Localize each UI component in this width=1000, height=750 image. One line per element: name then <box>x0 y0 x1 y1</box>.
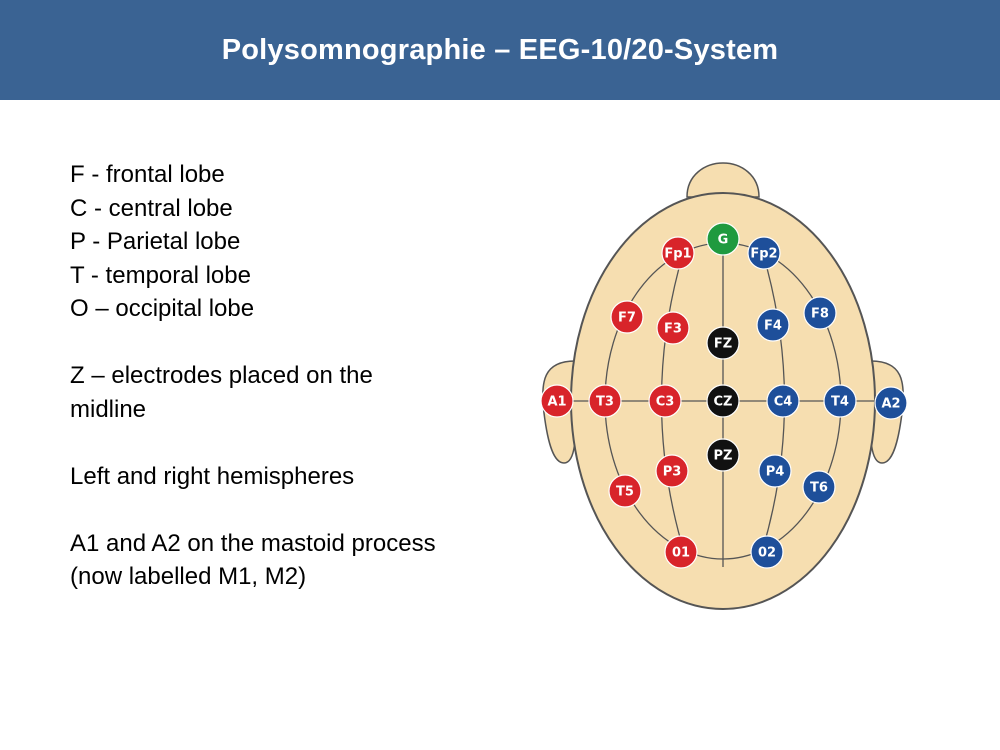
electrode-p3: P3 <box>655 454 689 488</box>
electrode-fp1: Fp1 <box>661 236 695 270</box>
electrode-fz-dot <box>706 326 740 360</box>
legend-text: F - frontal lobe C - central lobe P - Pa… <box>70 158 510 594</box>
electrode-c4-dot <box>766 384 800 418</box>
electrode-fp2-label: Fp2 <box>750 247 777 262</box>
lobe-central: C - central lobe <box>70 194 233 222</box>
electrode-02: 02 <box>750 535 784 569</box>
electrode-f8-dot <box>803 296 837 330</box>
electrode-a1-label: A1 <box>547 395 566 410</box>
electrode-f3: F3 <box>656 311 690 345</box>
electrode-fz: FZ <box>706 326 740 360</box>
electrode-a1-dot <box>540 384 574 418</box>
electrode-f7-dot <box>610 300 644 334</box>
electrode-02-label: 02 <box>758 546 776 561</box>
electrode-t3-dot <box>588 384 622 418</box>
midline-line-1: Z – electrodes placed on the <box>70 362 373 389</box>
electrode-t4-label: T4 <box>831 395 849 410</box>
electrode-g-dot <box>706 222 740 256</box>
electrode-f7-label: F7 <box>618 311 636 326</box>
mastoid-line-1: A1 and A2 on the mastoid process <box>70 529 436 557</box>
electrode-c3-label: C3 <box>656 395 675 410</box>
lobe-temporal: T - temporal lobe <box>70 261 251 289</box>
electrode-a1: A1 <box>540 384 574 418</box>
electrode-f8: F8 <box>803 296 837 330</box>
electrode-p4: P4 <box>758 454 792 488</box>
electrode-f3-dot <box>656 311 690 345</box>
midline-note: Z – electrodes placed on the midline <box>70 359 510 426</box>
electrode-a2-label: A2 <box>881 397 900 412</box>
electrode-fz-label: FZ <box>714 337 732 352</box>
electrode-fp2-dot <box>747 236 781 270</box>
electrode-t3: T3 <box>588 384 622 418</box>
electrode-pz: PZ <box>706 438 740 472</box>
electrode-t5: T5 <box>608 474 642 508</box>
electrode-f4-dot <box>756 308 790 342</box>
mastoid-note: A1 and A2 on the mastoid process (now la… <box>70 527 510 594</box>
electrode-02-dot <box>750 535 784 569</box>
electrode-t6: T6 <box>802 470 836 504</box>
electrode-p3-dot <box>655 454 689 488</box>
electrode-01-dot <box>664 535 698 569</box>
electrode-t6-label: T6 <box>810 481 828 496</box>
slide-title: Polysomnographie – EEG-10/20-System <box>221 33 779 66</box>
electrode-c4-label: C4 <box>774 395 793 410</box>
electrode-f4: F4 <box>756 308 790 342</box>
electrode-p4-label: P4 <box>766 465 785 480</box>
electrode-c3: C3 <box>648 384 682 418</box>
electrode-t4-dot <box>823 384 857 418</box>
electrode-pz-label: PZ <box>714 449 733 464</box>
electrode-cz: CZ <box>706 384 740 418</box>
lobe-frontal: F - frontal lobe <box>70 161 225 188</box>
electrode-g-label: G <box>718 233 729 248</box>
electrode-t3-label: T3 <box>596 395 614 410</box>
electrode-t6-dot <box>802 470 836 504</box>
electrode-c4: C4 <box>766 384 800 418</box>
electrode-cz-label: CZ <box>714 395 733 410</box>
electrode-p4-dot <box>758 454 792 488</box>
electrode-fp1-label: Fp1 <box>664 247 691 262</box>
lobe-occipital: O – occipital lobe <box>70 295 255 322</box>
lobe-parietal: P - Parietal lobe <box>70 228 241 255</box>
electrode-c3-dot <box>648 384 682 418</box>
electrode-01-label: 01 <box>672 546 690 561</box>
slide-header: Polysomnographie – EEG-10/20-System <box>0 0 1000 100</box>
electrode-fp1-dot <box>661 236 695 270</box>
electrode-f7: F7 <box>610 300 644 334</box>
electrode-t5-label: T5 <box>616 485 634 500</box>
electrode-f8-label: F8 <box>811 307 829 322</box>
electrode-a2-dot <box>874 386 908 420</box>
electrode-cz-dot <box>706 384 740 418</box>
electrode-t4: T4 <box>823 384 857 418</box>
electrode-01: 01 <box>664 535 698 569</box>
electrode-p3-label: P3 <box>663 465 682 480</box>
mastoid-line-2: (now labelled M1, M2) <box>70 563 307 590</box>
hemispheres-line: Left and right hemispheres <box>70 462 355 490</box>
electrode-f3-label: F3 <box>664 322 682 337</box>
midline-line-2: midline <box>70 395 147 423</box>
electrode-pz-dot <box>706 438 740 472</box>
electrode-fp2: Fp2 <box>747 236 781 270</box>
electrode-t5-dot <box>608 474 642 508</box>
electrode-a2: A2 <box>874 386 908 420</box>
electrode-f4-label: F4 <box>764 319 782 334</box>
hemispheres-note: Left and right hemispheres <box>70 460 510 494</box>
nose <box>686 162 760 198</box>
electrode-g: G <box>706 222 740 256</box>
